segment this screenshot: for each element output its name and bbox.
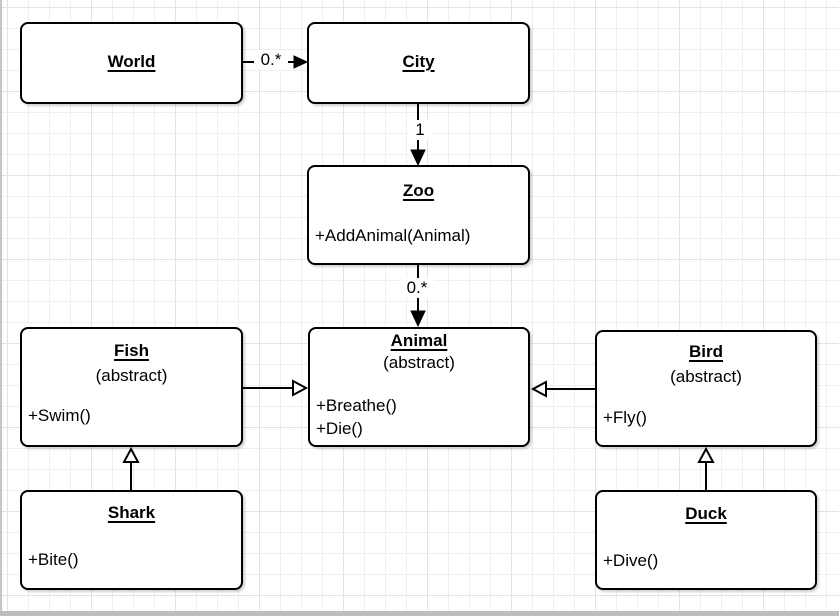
inheritance-shark-fish[interactable] (122, 446, 140, 490)
arrowhead-solid-icon (293, 55, 309, 69)
class-title: Zoo (402, 181, 435, 200)
class-title: Duck (685, 504, 727, 523)
multiplicity-label-zoo-animal[interactable]: 0.* (400, 278, 434, 298)
class-title: Bird (689, 342, 723, 361)
class-method: +Dive() (603, 551, 659, 570)
class-box-city[interactable]: City (307, 22, 530, 104)
inheritance-bird-animal[interactable] (530, 380, 596, 398)
class-method: +Breathe() (316, 396, 397, 415)
class-box-animal[interactable]: Animal (abstract) +Breathe() +Die() (308, 327, 530, 447)
arrowhead-hollow-icon (292, 379, 309, 397)
arrowhead-solid-icon (410, 310, 426, 328)
canvas-edge-left (0, 0, 2, 616)
class-method: +Bite() (28, 550, 79, 569)
class-method: +Fly() (603, 408, 647, 427)
class-title: City (402, 52, 435, 71)
class-title: World (107, 52, 156, 71)
inheritance-duck-bird[interactable] (697, 446, 715, 490)
class-title: Animal (390, 331, 448, 350)
class-method: +AddAnimal(Animal) (315, 226, 471, 245)
arrowhead-hollow-icon (122, 446, 140, 463)
class-method: +Swim() (28, 406, 91, 425)
class-stereotype: (abstract) (670, 367, 742, 386)
class-stereotype: (abstract) (383, 353, 455, 372)
class-method: +Die() (316, 419, 363, 438)
arrowhead-hollow-icon (530, 380, 547, 398)
inheritance-fish-animal[interactable] (243, 379, 309, 397)
class-box-bird[interactable]: Bird (abstract) +Fly() (595, 330, 817, 447)
multiplicity-label-city-zoo[interactable]: 1 (410, 120, 430, 140)
class-title: Shark (107, 503, 156, 522)
class-box-shark[interactable]: Shark +Bite() (20, 490, 243, 590)
class-box-duck[interactable]: Duck +Dive() (595, 490, 817, 590)
class-box-fish[interactable]: Fish (abstract) +Swim() (20, 327, 243, 447)
arrowhead-solid-icon (410, 149, 426, 167)
class-box-zoo[interactable]: Zoo +AddAnimal(Animal) (307, 165, 530, 265)
class-box-world[interactable]: World (20, 22, 243, 104)
class-stereotype: (abstract) (95, 366, 168, 385)
arrowhead-hollow-icon (697, 446, 715, 463)
canvas-edge-bottom (0, 611, 839, 616)
class-title: Fish (114, 341, 149, 360)
multiplicity-label-world-city[interactable]: 0.* (254, 50, 288, 70)
